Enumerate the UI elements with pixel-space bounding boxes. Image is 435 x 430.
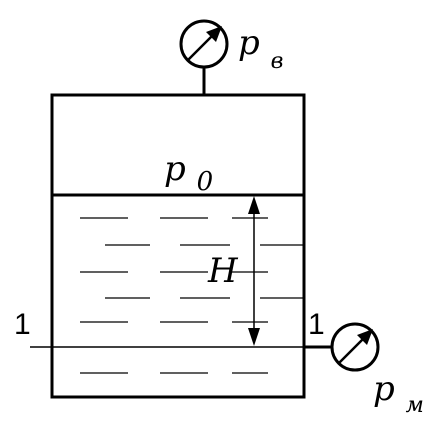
label-p-bottom: p м: [373, 369, 424, 418]
pressure-gauge-icon: [304, 322, 380, 372]
section-label-right: 1: [308, 308, 325, 341]
label-p-top-main: p: [238, 23, 260, 63]
label-p-top-sub: в: [271, 49, 284, 74]
label-p-top: p в: [238, 23, 283, 74]
label-height: H: [207, 251, 239, 291]
vessel-outline: [50, 93, 306, 399]
label-p-zero-sub: 0: [197, 167, 214, 197]
section-label-left: 1: [14, 308, 31, 341]
height-dimension: [248, 196, 260, 346]
label-p-zero: p 0: [164, 149, 213, 197]
label-p-zero-main: p: [164, 149, 186, 189]
label-p-bottom-main: p: [373, 369, 395, 409]
pressure-gauge-icon: [179, 19, 229, 95]
liquid-hatching: [80, 217, 304, 374]
label-p-bottom-sub: м: [406, 393, 424, 418]
